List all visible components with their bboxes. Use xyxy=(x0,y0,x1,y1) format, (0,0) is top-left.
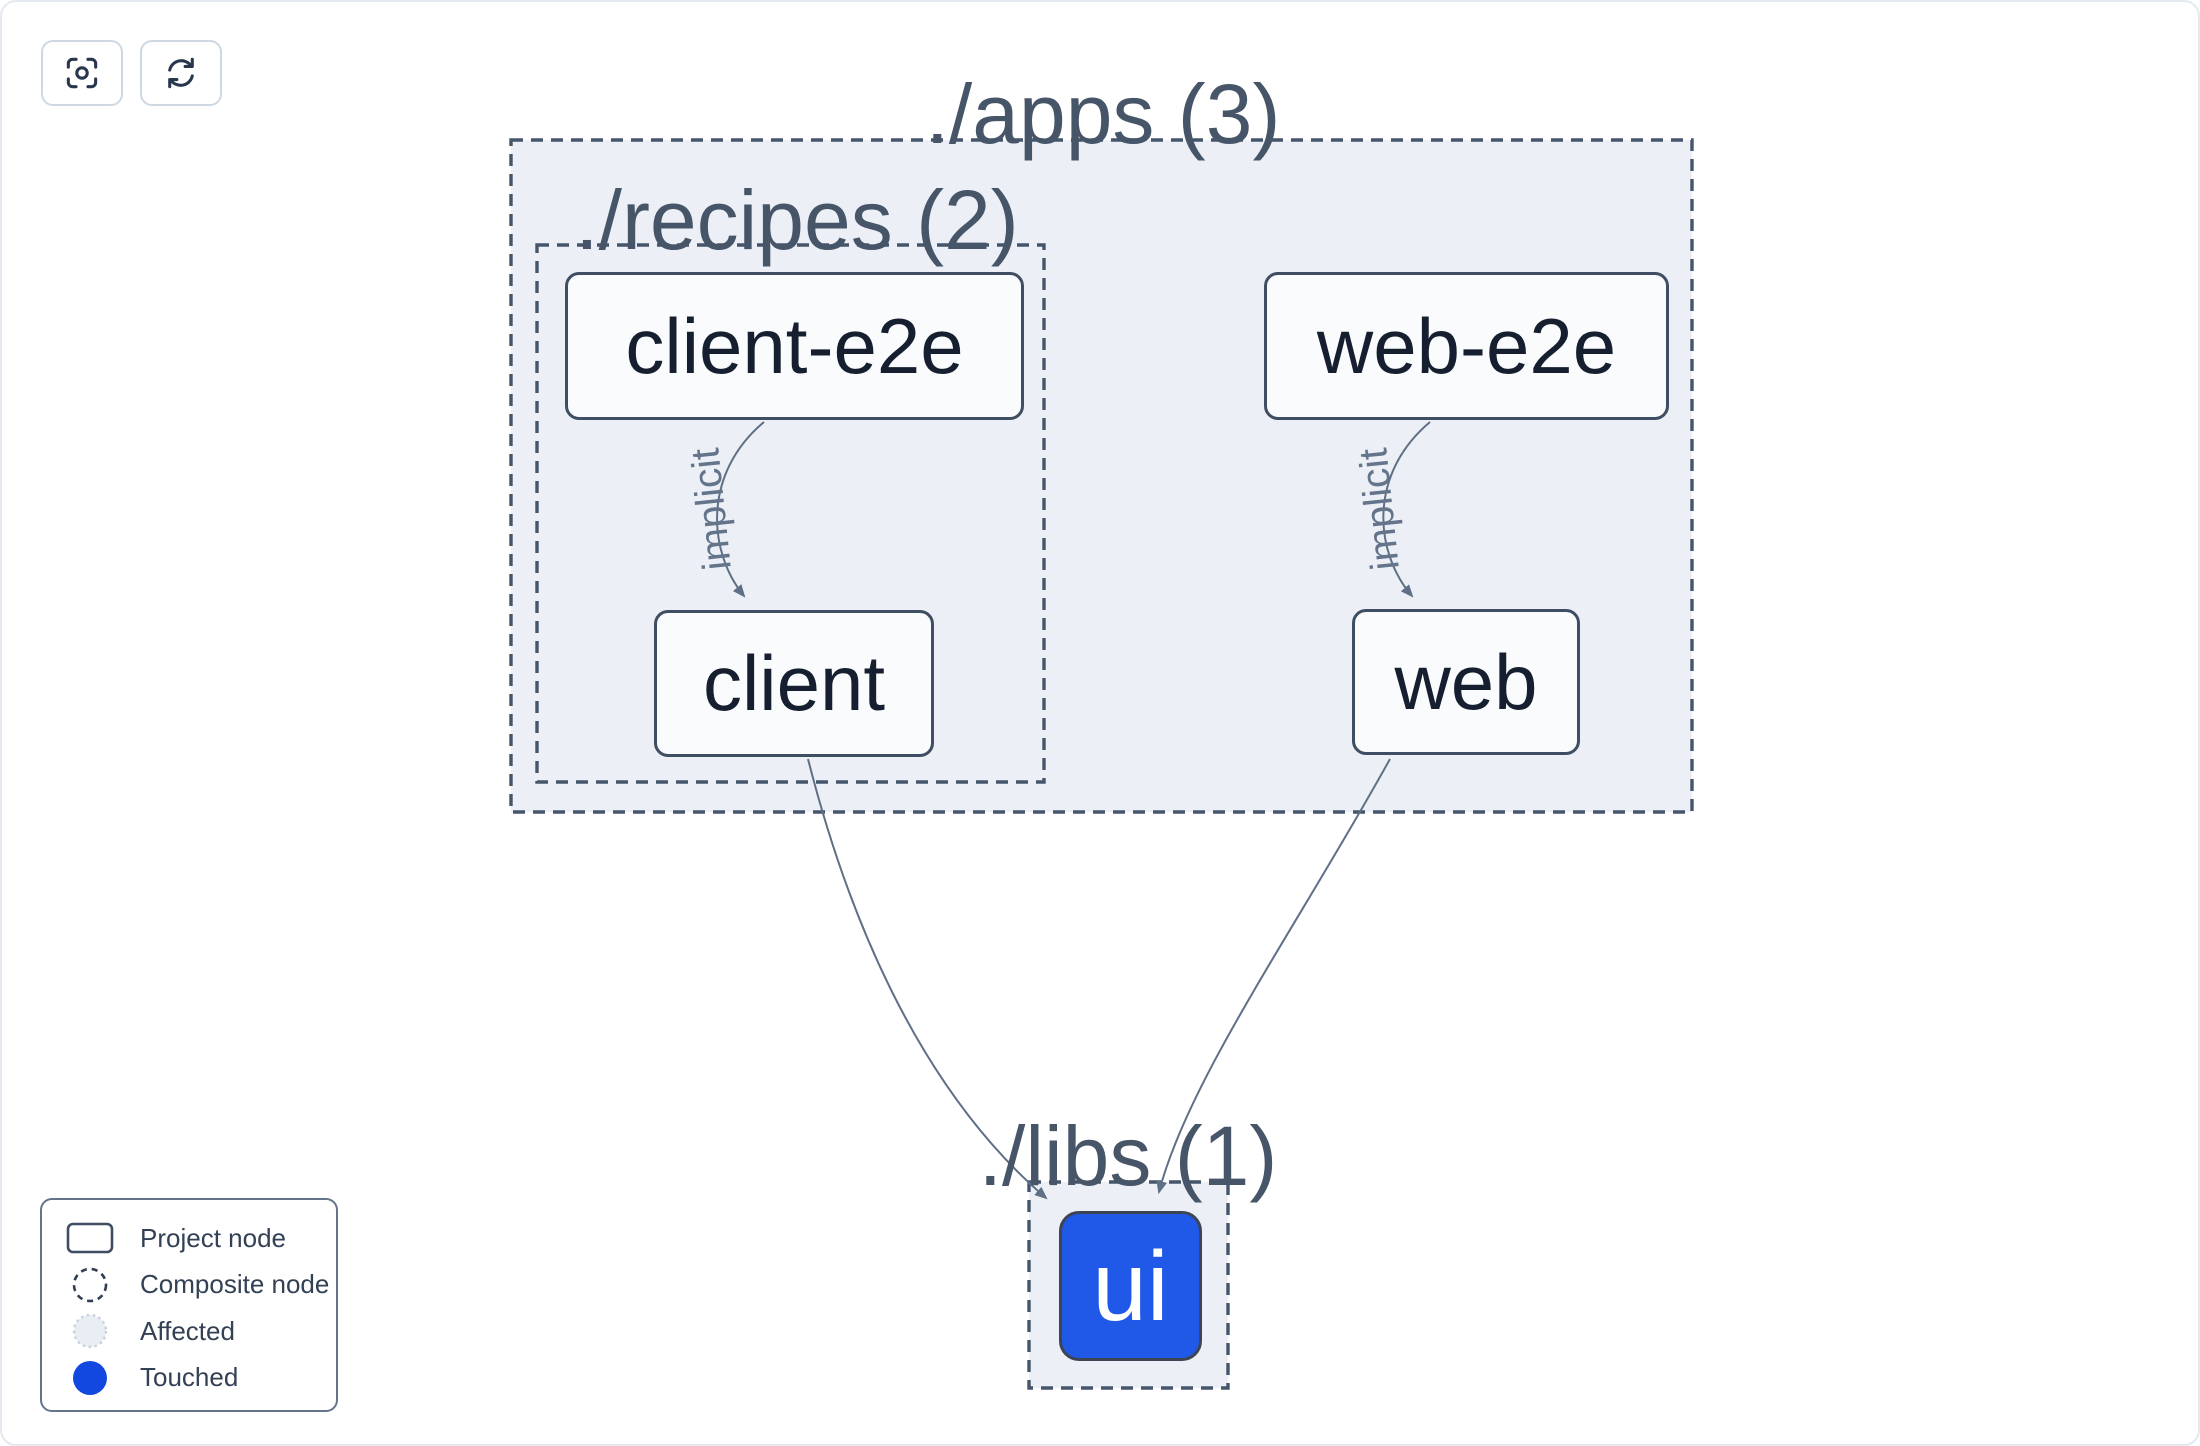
legend-panel: Project node Composite node Affected xyxy=(40,1198,338,1412)
legend-label-composite-node: Composite node xyxy=(140,1269,330,1300)
project-node-web-e2e[interactable]: web-e2e xyxy=(1264,272,1669,420)
legend-label-affected: Affected xyxy=(140,1315,235,1346)
group-title-libs: ./libs (1) xyxy=(978,1109,1278,1203)
project-node-client[interactable]: client xyxy=(654,610,934,757)
affected-swatch-icon xyxy=(66,1312,114,1350)
legend-row-affected: Affected xyxy=(66,1309,336,1353)
project-node-client-e2e[interactable]: client-e2e xyxy=(565,272,1024,420)
refresh-button[interactable] xyxy=(140,40,222,106)
project-node-swatch-icon xyxy=(66,1222,114,1254)
legend-label-touched: Touched xyxy=(140,1362,239,1393)
legend-row-composite-node: Composite node xyxy=(66,1263,336,1307)
focus-button[interactable] xyxy=(41,40,123,106)
edge-client-e2e-to-client[interactable] xyxy=(716,421,765,598)
legend-label-project-node: Project node xyxy=(140,1222,286,1253)
group-title-recipes: ./recipes (2) xyxy=(575,173,1019,267)
edge-web-to-ui[interactable] xyxy=(1156,758,1391,1195)
legend-row-project-node: Project node xyxy=(66,1216,336,1260)
project-node-ui[interactable]: ui xyxy=(1059,1211,1202,1361)
group-title-apps: ./apps (3) xyxy=(925,67,1281,161)
crosshair-focus-icon xyxy=(63,54,101,92)
legend-row-touched: Touched xyxy=(66,1356,336,1400)
touched-swatch-icon xyxy=(66,1359,114,1397)
project-node-web[interactable]: web xyxy=(1352,609,1580,755)
edge-web-e2e-to-web[interactable] xyxy=(1382,421,1431,598)
refresh-icon xyxy=(162,54,200,92)
edge-client-to-ui[interactable] xyxy=(807,758,1048,1200)
composite-node-swatch-icon xyxy=(66,1266,114,1304)
